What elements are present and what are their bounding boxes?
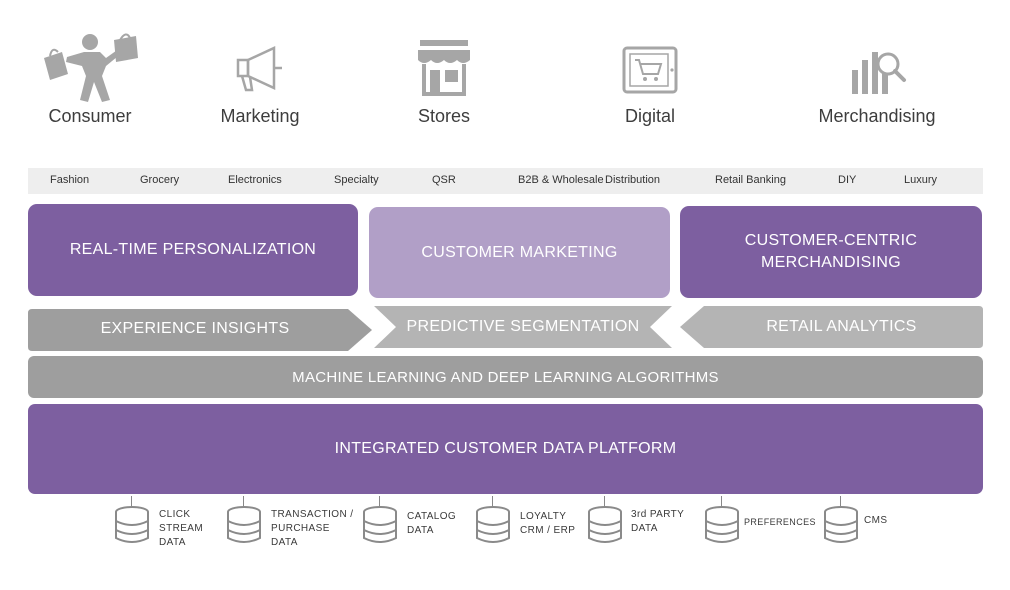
solution-label: REAL-TIME PERSONALIZATION	[69, 241, 317, 258]
industry-label: QSR	[432, 174, 456, 186]
solution-label-line1: CUSTOMER-CENTRIC	[744, 232, 918, 249]
chevron-retail-analytics: RETAIL ANALYTICS	[680, 306, 983, 348]
category-merchandising: Merchandising	[810, 30, 944, 127]
solution-realtime-personalization: REAL-TIME PERSONALIZATION	[28, 204, 358, 296]
chevron-label: EXPERIENCE INSIGHTS	[100, 320, 290, 337]
industry-label: Luxury	[904, 174, 938, 186]
data-source-label: CMS	[864, 515, 888, 526]
megaphone-icon	[236, 46, 282, 92]
platform-label: INTEGRATED CUSTOMER DATA PLATFORM	[334, 440, 677, 457]
industry-label: DIY	[838, 174, 857, 186]
industry-label: Retail Banking	[715, 174, 786, 186]
solution-label-line2: MERCHANDISING	[761, 254, 901, 271]
database-icon	[476, 506, 510, 543]
database-icon	[227, 506, 261, 543]
database-icon	[363, 506, 397, 543]
solution-label: CUSTOMER MARKETING	[421, 243, 618, 261]
data-source-label: TRANSACTION / PURCHASE DATA	[271, 509, 354, 548]
chevron-label: PREDICTIVE SEGMENTATION	[406, 318, 640, 335]
integrated-customer-data-platform: INTEGRATED CUSTOMER DATA PLATFORM	[28, 404, 983, 494]
industry-label: Specialty	[334, 174, 379, 186]
data-source-label: CATALOG DATA	[407, 511, 457, 536]
shopper-icon	[44, 33, 138, 102]
data-source-label: CLICK STREAM DATA	[159, 509, 204, 548]
industry-label: Distribution	[605, 174, 661, 186]
tablet-cart-icon	[622, 46, 678, 94]
category-stores: Stores	[398, 30, 490, 127]
category-consumer: Consumer	[38, 30, 142, 127]
industry-label: Electronics	[228, 174, 282, 186]
machine-learning-layer: MACHINE LEARNING AND DEEP LEARNING ALGOR…	[28, 356, 983, 398]
data-source-label: LOYALTY CRM / ERP	[520, 511, 576, 536]
data-source-label: 3rd PARTY DATA	[631, 509, 685, 534]
solution-customer-marketing: CUSTOMER MARKETING	[369, 207, 670, 298]
database-icon	[705, 506, 739, 543]
data-source-label: PREFERENCES	[744, 517, 816, 527]
database-icon	[588, 506, 622, 543]
industries-bar: Fashion Grocery Electronics Specialty QS…	[28, 168, 983, 194]
category-label: Stores	[417, 106, 471, 126]
category-label: Consumer	[48, 106, 132, 126]
chevron-shape	[374, 306, 672, 348]
category-label: Marketing	[220, 106, 300, 126]
layer-label: MACHINE LEARNING AND DEEP LEARNING ALGOR…	[292, 368, 719, 386]
analytics-magnifier-icon	[852, 52, 906, 94]
industry-label: Fashion	[50, 174, 90, 186]
chevron-experience-insights: EXPERIENCE INSIGHTS	[28, 309, 372, 351]
database-icon	[824, 506, 858, 543]
solution-customer-centric-merchandising: CUSTOMER-CENTRIC MERCHANDISING	[680, 206, 982, 298]
chevron-shape	[28, 309, 372, 351]
industry-label: Grocery	[140, 174, 180, 186]
category-marketing: Marketing	[212, 30, 308, 127]
industry-label: B2B & Wholesale	[518, 174, 604, 186]
category-label: Merchandising	[818, 106, 936, 126]
chevron-shape	[680, 306, 983, 348]
chevron-predictive-segmentation: PREDICTIVE SEGMENTATION	[374, 306, 672, 348]
database-icon	[115, 506, 149, 543]
category-label: Digital	[624, 106, 676, 126]
chevron-label: RETAIL ANALYTICS	[766, 318, 917, 335]
storefront-icon	[418, 40, 470, 96]
category-digital: Digital	[606, 30, 694, 127]
